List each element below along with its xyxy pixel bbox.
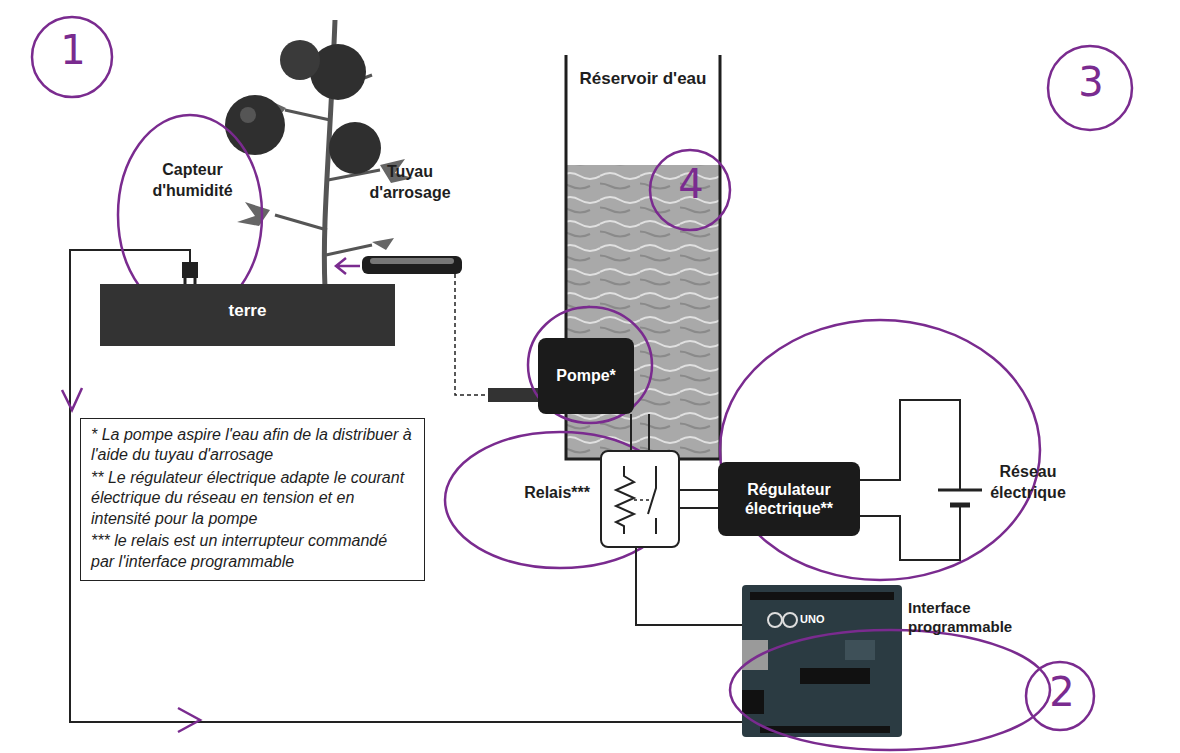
note-box: * La pompe aspire l'eau afin de la distr… — [80, 418, 425, 581]
relay-symbol — [602, 452, 678, 546]
regulator-box: Régulateur électrique** — [718, 462, 860, 536]
wire — [631, 414, 649, 450]
callout-number: 3 — [1074, 62, 1108, 102]
part-label: Capteur d'humidité — [130, 160, 255, 202]
water-tank-box: Réservoir d'eauPompe* — [567, 60, 719, 130]
part-label: Réseau électrique — [978, 462, 1078, 504]
note-text: * La pompe aspire l'eau afin de la distr… — [91, 425, 414, 466]
note-text: ** Le régulateur électrique adapte le co… — [91, 468, 414, 529]
node-label: Relais*** — [524, 484, 590, 502]
callout-number: 2 — [1045, 672, 1079, 712]
node-label: terre — [229, 301, 267, 321]
handwritten-marks — [32, 17, 1132, 750]
tomato-plant — [225, 20, 413, 288]
pump-box: Pompe* — [538, 338, 634, 414]
callout-number: 4 — [674, 164, 708, 204]
callout-number: 1 — [56, 30, 90, 70]
interface-board: Interface programmable — [742, 585, 1020, 737]
wire — [636, 548, 742, 625]
mains-wiring — [860, 400, 982, 560]
soil-band: terre — [100, 284, 395, 346]
node-label: Interface programmable — [908, 599, 1020, 637]
node-label: Réservoir d'eau — [577, 68, 709, 90]
board-mark: UNO — [800, 612, 840, 626]
node-label: Pompe* — [556, 366, 616, 385]
arduino-board — [742, 585, 902, 737]
part-label: Tuyau d'arrosage — [365, 162, 455, 204]
node-label: Régulateur électrique** — [724, 480, 854, 518]
note-text: *** le relais est un interrupteur comman… — [91, 531, 414, 572]
relay-box: Relais*** — [600, 450, 680, 548]
wire — [680, 490, 718, 508]
